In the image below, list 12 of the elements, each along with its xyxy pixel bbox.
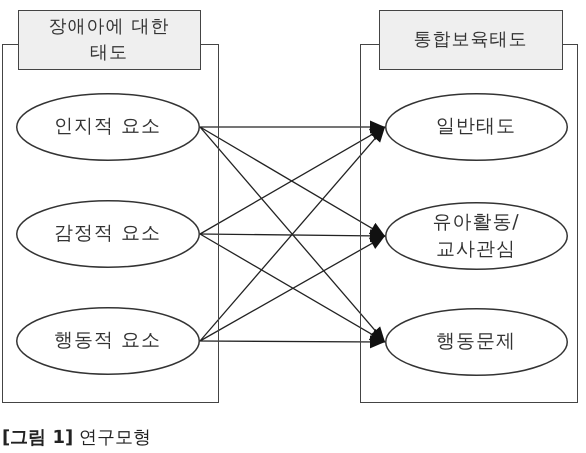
arrow (200, 335, 385, 348)
figure-caption: [그림 1] 연구모형 (2, 426, 151, 450)
group-heading: 통합보육태도 (378, 10, 562, 70)
arrow (200, 229, 385, 242)
ellipse-node: 일반태도 (384, 92, 568, 160)
ellipse-node: 인지적 요소 (16, 92, 200, 160)
ellipse-node: 행동적 요소 (16, 306, 200, 374)
ellipse-node: 유아활동/ 교사관심 (384, 202, 568, 270)
ellipse-node: 행동문제 (384, 308, 568, 376)
group-heading: 장애아에 대한 태도 (18, 10, 200, 70)
ellipse-node: 감정적 요소 (16, 200, 200, 268)
arrow (200, 120, 385, 134)
